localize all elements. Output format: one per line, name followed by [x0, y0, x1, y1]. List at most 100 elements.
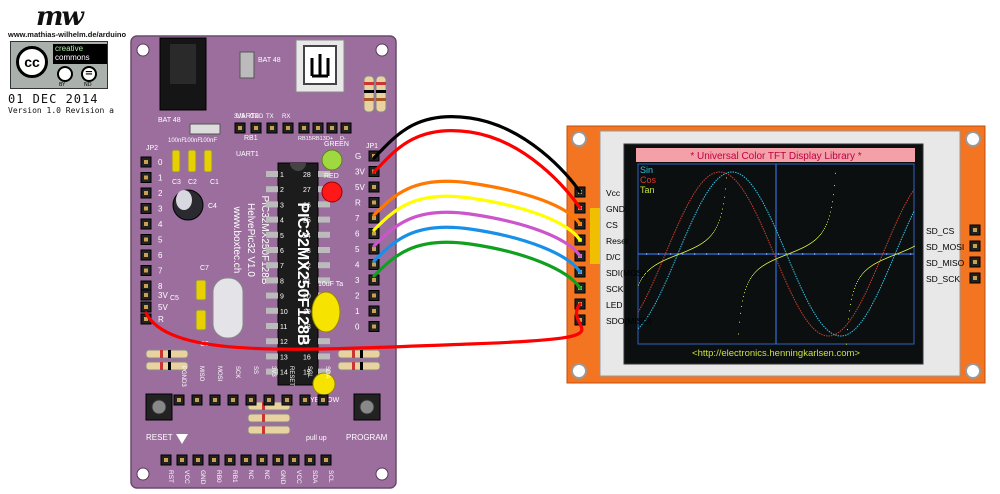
right-header-pin-11-pad	[372, 324, 376, 329]
tan-point	[726, 177, 727, 179]
tan-point	[655, 264, 656, 266]
tan-point	[716, 226, 717, 228]
tan-point	[798, 249, 799, 251]
tan-point	[892, 255, 893, 257]
tan-point	[654, 265, 655, 267]
chip-pin-num: 19	[303, 309, 311, 316]
led-red-label: RED	[324, 173, 339, 180]
electrolytic-cap-shine	[176, 190, 192, 210]
bottom-extra-label: 3V3	[270, 366, 276, 377]
tan-point	[855, 285, 856, 287]
tan-point	[895, 254, 896, 256]
tan-point	[697, 245, 698, 247]
cc-line1: creative	[55, 44, 84, 53]
jp2-label: JP2	[146, 145, 158, 152]
tan-point	[681, 252, 682, 254]
tan-point	[858, 279, 859, 281]
tan-point	[750, 278, 751, 280]
tan-point	[866, 269, 867, 271]
tantalum-label: 10uF Ta	[318, 281, 343, 288]
tan-point	[648, 269, 649, 271]
tan-point	[796, 250, 797, 252]
bottom-pin-label: VCC	[183, 470, 190, 484]
tan-point	[786, 254, 787, 256]
dc-jack-inner	[170, 44, 196, 84]
tan-point	[780, 256, 781, 258]
lcd-pin-label: CS	[606, 220, 618, 230]
tan-point	[804, 246, 805, 248]
tan-point	[661, 261, 662, 263]
chip-pin-right	[318, 353, 330, 360]
led-yellow	[312, 372, 336, 396]
tan-point	[692, 248, 693, 250]
chip-pin-right	[318, 262, 330, 269]
tan-point	[703, 241, 704, 243]
tan-point	[695, 246, 696, 248]
resistors-top	[363, 75, 387, 113]
tan-point	[650, 268, 651, 270]
tan-point	[741, 305, 742, 307]
tan-point	[823, 229, 824, 231]
tan-point	[849, 310, 850, 312]
tan-point	[891, 255, 892, 257]
header-url: www.mathias-wilhelm.de/arduino	[8, 30, 127, 39]
chip-pin-num: 2	[280, 187, 284, 194]
program-button-cap[interactable]	[359, 399, 375, 415]
cap100-1: 100nF	[168, 138, 185, 144]
tan-point	[702, 242, 703, 244]
tan-point	[813, 240, 814, 242]
left-header-label: 4	[158, 220, 163, 229]
tan-point	[833, 194, 834, 196]
chip-pin-left	[266, 201, 278, 208]
resistors-right	[337, 349, 381, 371]
lcd-pin-label: LED	[606, 300, 623, 310]
tan-point	[771, 260, 772, 262]
tan-point	[877, 261, 878, 263]
tan-point	[773, 259, 774, 261]
tan-point	[657, 263, 658, 265]
chip-pin-right	[318, 368, 330, 375]
tan-point	[714, 230, 715, 232]
tan-point	[709, 236, 710, 238]
tan-point	[880, 260, 881, 262]
tan-point	[663, 260, 664, 262]
plot-tick	[742, 253, 744, 255]
right-header-label: 5V	[355, 183, 365, 192]
tan-point	[758, 268, 759, 270]
left-header-pin-3-pad	[144, 206, 148, 211]
logo-mw: mw	[36, 2, 84, 32]
tan-point	[819, 235, 820, 237]
tan-point	[791, 252, 792, 254]
tan-point	[774, 259, 775, 261]
tan-point	[676, 254, 677, 256]
tan-point	[875, 262, 876, 264]
right-header-pin-10-pad	[372, 309, 376, 313]
c3-label: C3	[172, 179, 181, 186]
left-header-label: 8	[158, 282, 163, 291]
left-header-label: 0	[158, 158, 163, 167]
pcb-board: BAT 48 BAT 48 UART2 UART1 JP2 JP1 RB1 3V…	[130, 35, 397, 489]
lcd-pin-label: SDI(MOSI)	[606, 268, 648, 278]
chip-pin-num: 23	[303, 248, 311, 255]
tan-point	[747, 283, 748, 285]
top-pin2-label: D-	[340, 136, 346, 142]
tan-point	[706, 239, 707, 241]
lcd-pin-8-pad	[578, 318, 582, 322]
bottom-extra-label: SDA	[324, 366, 330, 378]
tan-point	[722, 208, 723, 210]
tan-point	[743, 295, 744, 297]
reset-button-cap[interactable]	[151, 399, 167, 415]
right-header-pin-3-pad	[372, 200, 376, 205]
chip-pin-right	[318, 201, 330, 208]
top-pin2-1-pad	[316, 126, 320, 130]
bottom-extra-pin-5-pad	[267, 398, 271, 402]
tan-point	[828, 218, 829, 220]
plot-tick	[646, 253, 648, 255]
tan-point	[898, 252, 899, 254]
tan-point	[721, 212, 722, 214]
tan-point	[717, 224, 718, 226]
tan-point	[643, 275, 644, 277]
right-header-pin-4-pad	[372, 216, 376, 220]
